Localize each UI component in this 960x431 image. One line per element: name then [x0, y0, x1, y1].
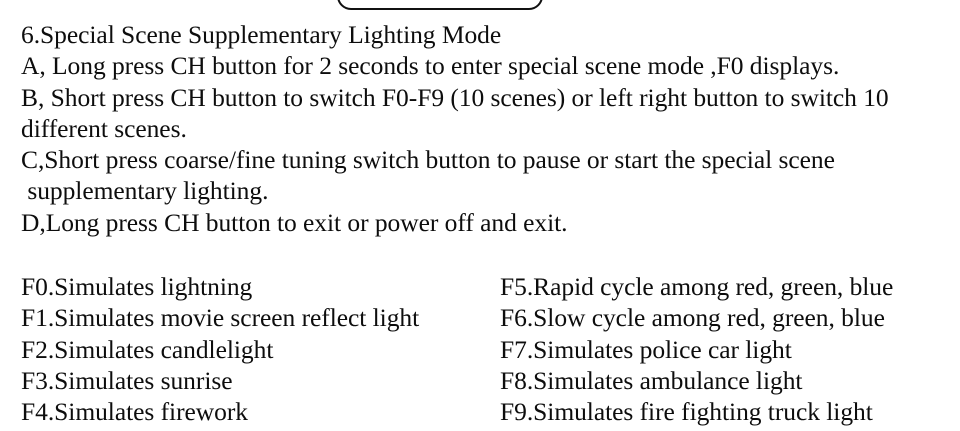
- scene-item-f3: F3.Simulates sunrise: [21, 365, 233, 395]
- scene-item-f7: F7.Simulates police car light: [500, 334, 792, 364]
- scene-list-left-column: F0.Simulates lightning F1.Simulates movi…: [21, 271, 500, 427]
- rounded-rectangle-outline-icon: [337, 0, 543, 10]
- instruction-item-b: B, Short press CH button to switch F0-F9…: [21, 82, 895, 143]
- scene-list-right-column: F5.Rapid cycle among red, green, blue F6…: [500, 271, 951, 427]
- scene-item-f0: F0.Simulates lightning: [21, 272, 253, 301]
- scene-item-f9: F9.Simulates fire fighting truck light: [500, 397, 873, 427]
- scene-mode-list: F0.Simulates lightning F1.Simulates movi…: [21, 271, 951, 427]
- instruction-item-a: A, Long press CH button for 2 seconds to…: [21, 51, 840, 81]
- scene-item-f4: F4.Simulates firework: [21, 397, 249, 427]
- scene-item-f2: F2.Simulates candlelight: [21, 334, 274, 364]
- scene-item-f8: F8.Simulates ambulance light: [500, 365, 803, 395]
- section-heading: 6.Special Scene Supplementary Lighting M…: [21, 20, 502, 49]
- instructions-block: 6.Special Scene Supplementary Lighting M…: [21, 19, 941, 238]
- scene-item-f6: F6.Slow cycle among red, green, blue: [500, 303, 885, 333]
- scene-item-f5: F5.Rapid cycle among red, green, blue: [500, 272, 894, 301]
- instruction-item-c: C,Short press coarse/fine tuning switch …: [21, 145, 835, 206]
- instruction-item-d: D,Long press CH button to exit or power …: [21, 207, 568, 237]
- scene-item-f1: F1.Simulates movie screen reflect light: [21, 303, 420, 333]
